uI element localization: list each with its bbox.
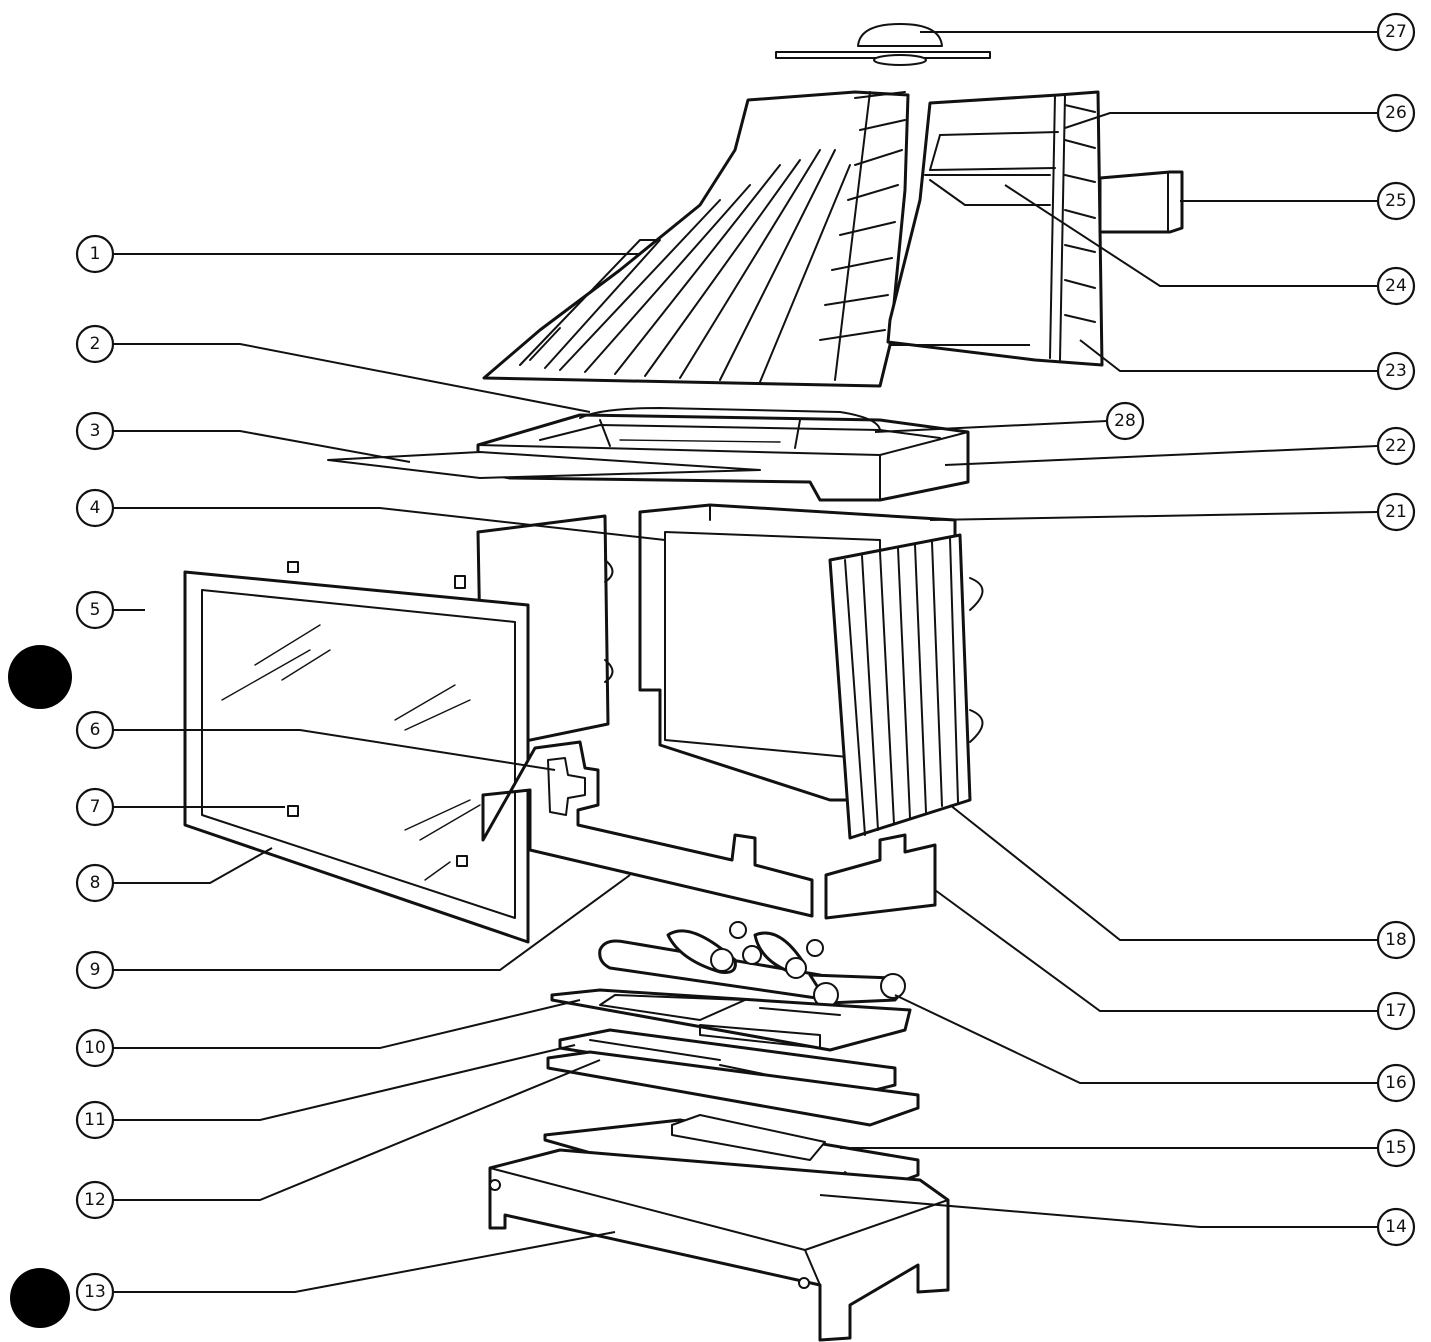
callout-18: 18	[1376, 920, 1416, 960]
callout-11: 11	[75, 1100, 115, 1140]
callout-label: 7	[90, 797, 101, 817]
callout-label: 25	[1385, 191, 1407, 211]
callout-label: 8	[90, 873, 101, 893]
callout-label: 22	[1385, 436, 1407, 456]
callout-label: 5	[90, 600, 101, 620]
ash-plate-part	[546, 1050, 920, 1127]
rear-casting-part	[886, 90, 1104, 367]
door-frame-part	[183, 561, 530, 944]
callout-label: 16	[1385, 1073, 1407, 1093]
callout-6: 6	[75, 710, 115, 750]
callout-8: 8	[75, 863, 115, 903]
callout-28: 28	[1105, 401, 1145, 441]
slide-plate-part	[327, 451, 761, 479]
top-plate-part	[476, 407, 970, 502]
callout-label: 9	[90, 960, 101, 980]
leader-lines	[113, 31, 1378, 1293]
callout-22: 22	[1376, 426, 1416, 466]
callout-10: 10	[75, 1028, 115, 1068]
callout-label: 12	[84, 1190, 106, 1210]
callout-14: 14	[1376, 1207, 1416, 1247]
flue-collar-part	[775, 23, 991, 66]
callout-label: 13	[84, 1282, 106, 1302]
callout-label: 24	[1385, 276, 1407, 296]
ribbed-side-panel-part	[828, 533, 984, 840]
callout-label: 10	[84, 1038, 106, 1058]
callout-label: 3	[90, 421, 101, 441]
callout-25: 25	[1376, 181, 1416, 221]
callout-23: 23	[1376, 351, 1416, 391]
callout-label: 4	[90, 498, 101, 518]
callout-5: 5	[75, 590, 115, 630]
callout-label: 17	[1385, 1001, 1407, 1021]
spigot-part	[1098, 170, 1184, 234]
binder-hole-top	[8, 645, 72, 709]
grate-plate-part	[550, 988, 912, 1052]
callout-label: 6	[90, 720, 101, 740]
callout-label: 15	[1385, 1138, 1407, 1158]
front-base-plate-part	[481, 740, 814, 918]
callout-13: 13	[75, 1272, 115, 1312]
callout-26: 26	[1376, 93, 1416, 133]
callout-label: 27	[1385, 22, 1407, 42]
callout-4: 4	[75, 488, 115, 528]
callout-16: 16	[1376, 1063, 1416, 1103]
callout-label: 1	[90, 244, 101, 264]
callout-17: 17	[1376, 991, 1416, 1031]
callout-27: 27	[1376, 12, 1416, 52]
stand-part	[488, 1148, 950, 1342]
callout-12: 12	[75, 1180, 115, 1220]
callout-label: 14	[1385, 1217, 1407, 1237]
callout-label: 28	[1114, 411, 1136, 431]
callout-1: 1	[75, 234, 115, 274]
callout-21: 21	[1376, 492, 1416, 532]
callout-label: 23	[1385, 361, 1407, 381]
callout-3: 3	[75, 411, 115, 451]
callout-label: 11	[84, 1110, 106, 1130]
callout-24: 24	[1376, 266, 1416, 306]
callout-label: 26	[1385, 103, 1407, 123]
callout-2: 2	[75, 324, 115, 364]
side-base-plate-part	[824, 833, 937, 920]
callout-label: 18	[1385, 930, 1407, 950]
log-set-part	[598, 921, 906, 1008]
callout-9: 9	[75, 950, 115, 990]
binder-hole-bottom	[10, 1268, 70, 1328]
callout-15: 15	[1376, 1128, 1416, 1168]
callout-7: 7	[75, 787, 115, 827]
callout-label: 21	[1385, 502, 1407, 522]
callout-label: 2	[90, 334, 101, 354]
hood-part	[482, 90, 910, 388]
